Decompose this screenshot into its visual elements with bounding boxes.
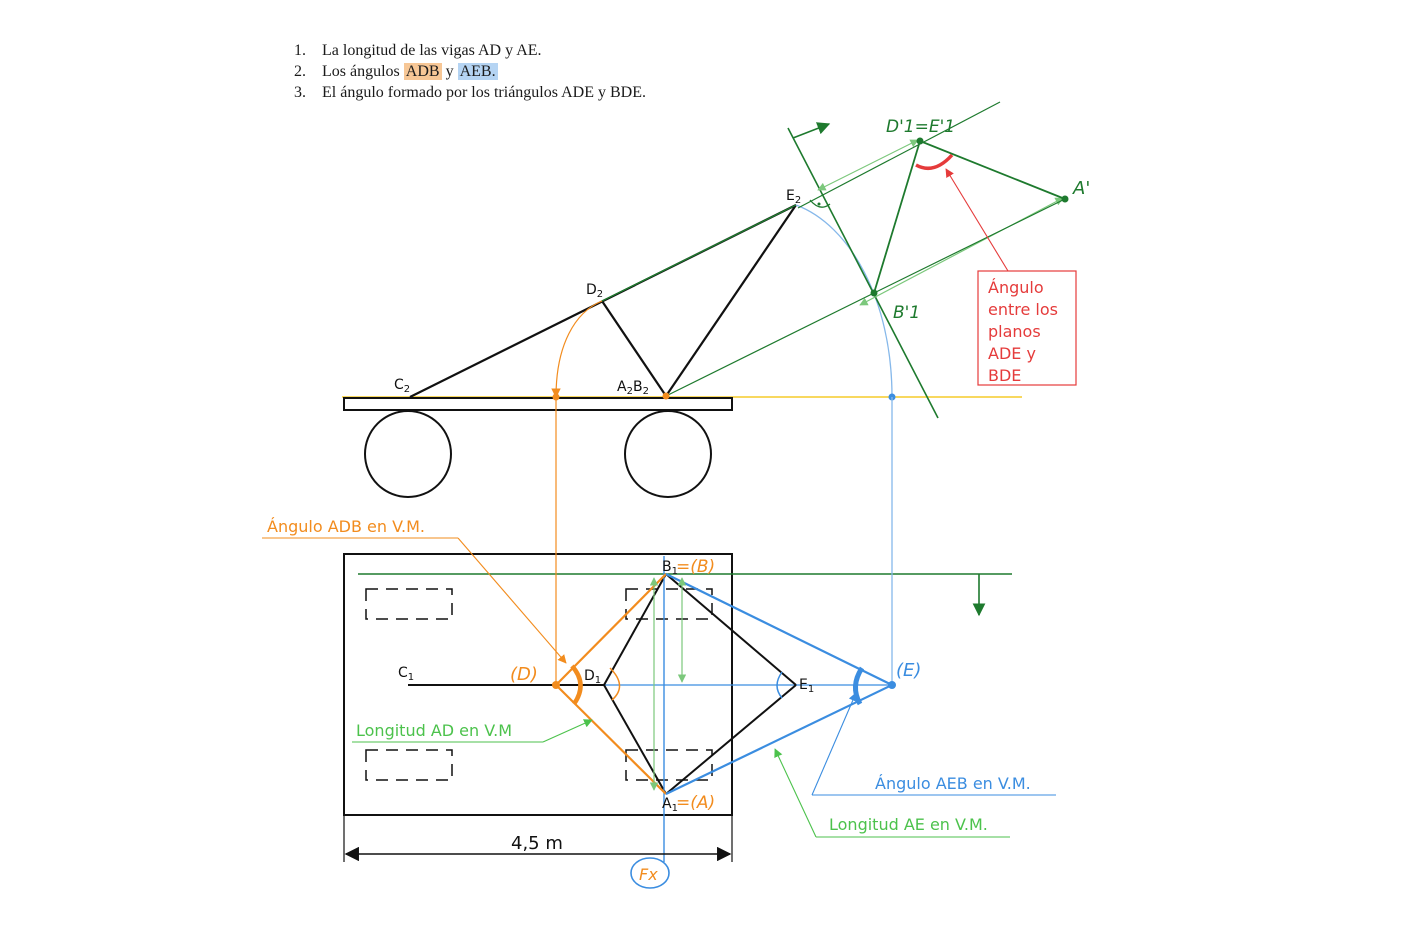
question-number: 3.	[294, 84, 306, 101]
annotation-ae-text: Longitud AE en V.M.	[829, 815, 988, 834]
label-b1prime: B'1	[893, 303, 920, 323]
edge-b1-d1prime	[873, 140, 921, 294]
wheel-left	[364, 410, 452, 498]
orange-bd-true	[555, 684, 667, 795]
highlight-aeb: AEB.	[457, 63, 498, 80]
annotation-ad-text: Longitud AD en V.M	[356, 721, 512, 740]
green-beam-overlay	[601, 204, 797, 302]
annotation-adb: Ángulo ADB en V.M.	[262, 517, 567, 664]
annotation-line-3: planos	[988, 322, 1041, 341]
auxiliary-direction-arrow	[792, 122, 831, 139]
question-text: Los ángulos	[322, 63, 404, 80]
label-e1: E1	[799, 677, 814, 695]
measure-arrow-top	[817, 139, 919, 191]
label-e-rotated: (E)	[896, 660, 921, 681]
auxiliary-view: D'1=E'1 A' B'1	[787, 101, 1090, 419]
label-d1: D1	[584, 668, 601, 686]
wheel-plan-top-right	[625, 588, 713, 620]
projector-a2-b1prime	[665, 292, 875, 397]
edge-d1prime-aprime	[919, 140, 1066, 200]
annotation-aeb-pointer	[811, 692, 857, 796]
highlight-adb: ADB	[403, 63, 442, 80]
annotation-ad-pointer	[542, 719, 593, 743]
question-1: 1. La longitud de las vigas AD y AE.	[294, 40, 646, 61]
label-e2: E2	[786, 188, 801, 206]
label-c1: C1	[398, 665, 414, 683]
annotation-line-4: ADE y	[988, 344, 1036, 363]
right-angle-mark	[809, 199, 831, 208]
angle-d1-arc	[609, 667, 621, 701]
angle-planes-annotation: Ángulo entre los planos ADE y BDE	[945, 168, 1077, 386]
angle-aeb-arc	[853, 666, 865, 706]
annotation-line-5: BDE	[988, 366, 1021, 385]
edge-b1-d1	[603, 573, 667, 686]
label-b1: B1	[662, 559, 678, 577]
measure-arrow-bottom	[859, 197, 1064, 306]
label-d-rotated: (D)	[510, 664, 538, 685]
point-d1prime	[916, 137, 924, 145]
question-number: 2.	[294, 63, 306, 80]
angle-e1-arc	[776, 671, 783, 699]
plan-view: B1 =(B) A1 =(A) C1 D1 E1 (D) (E) Fx 4,5 …	[343, 397, 1012, 889]
label-d2: D2	[586, 282, 603, 300]
dimension-label: 4,5 m	[511, 833, 563, 854]
annotation-ae-length: Longitud AE en V.M.	[774, 748, 1010, 838]
label-a1-rotated: =(A)	[676, 793, 715, 813]
orange-point-a2	[662, 392, 670, 400]
question-number: 1.	[294, 42, 306, 59]
label-c2: C2	[394, 377, 410, 395]
question-3: 3. El ángulo formado por los triángulos A…	[294, 82, 646, 103]
annotation-aeb-text: Ángulo AEB en V.M.	[875, 774, 1031, 793]
label-a2b2: A2B2	[617, 379, 649, 397]
question-text: y	[441, 63, 458, 80]
annotation-adb-pointer	[457, 537, 567, 664]
annotation-box	[977, 270, 1077, 386]
edge-b1-aprime	[873, 198, 1066, 294]
point-aprime	[1061, 195, 1069, 203]
point-b1prime	[870, 289, 878, 297]
annotation-pointer	[945, 168, 1009, 272]
question-text: El ángulo formado por los triángulos ADE…	[322, 84, 646, 101]
label-d1prime-e1prime: D'1=E'1	[886, 117, 955, 137]
wheel-plan-top-left	[365, 588, 453, 620]
edge-b1-e1	[665, 573, 797, 686]
annotation-aeb: Ángulo AEB en V.M.	[811, 692, 1056, 796]
annotation-line-2: entre los	[988, 300, 1058, 319]
label-fx: Fx	[639, 865, 658, 884]
wheel-plan-bottom-left	[365, 749, 453, 781]
beam-d2-a2	[601, 300, 667, 397]
point-e-rotated	[888, 681, 896, 689]
annotation-line-1: Ángulo	[988, 278, 1044, 297]
wheel-plan-bottom-right	[625, 749, 713, 781]
blue-be-true	[665, 684, 893, 795]
edge-d1-a1	[603, 684, 667, 795]
label-b1-rotated: =(B)	[676, 557, 715, 577]
beam-e2-a2	[665, 204, 797, 397]
label-a1: A1	[662, 796, 678, 814]
angle-adb-arc	[570, 664, 583, 706]
edge-e1-a1	[665, 684, 797, 795]
annotation-adb-text: Ángulo ADB en V.M.	[267, 517, 425, 536]
question-2: 2. Los ángulos ADB y AEB.	[294, 61, 646, 82]
annotation-ae-pointer	[774, 748, 817, 838]
right-angle-dot	[817, 202, 821, 206]
angle-between-planes-arc	[915, 153, 954, 171]
blue-ae-true	[665, 573, 893, 686]
trailer-platform	[343, 397, 733, 411]
point-d-rotated	[552, 681, 560, 689]
question-list: 1. La longitud de las vigas AD y AE. 2. Lo…	[294, 40, 646, 103]
question-text: La longitud de las vigas AD y AE.	[322, 42, 542, 59]
elevation-view: E2 D2 C2 A2B2	[342, 188, 1022, 498]
wheel-right	[624, 410, 712, 498]
annotation-ad-length: Longitud AD en V.M	[352, 719, 593, 743]
orange-rotation-arc	[551, 300, 603, 398]
label-aprime: A'	[1072, 178, 1090, 199]
